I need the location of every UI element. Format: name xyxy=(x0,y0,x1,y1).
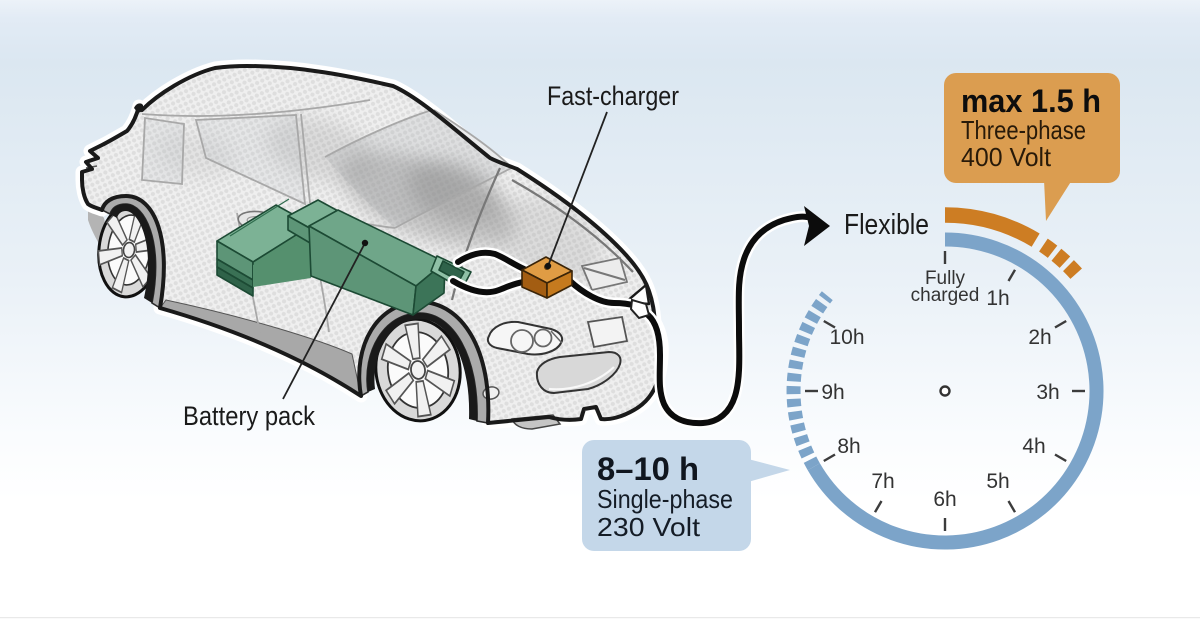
svg-text:1h: 1h xyxy=(986,287,1009,310)
svg-text:8–10 h: 8–10 h xyxy=(597,451,699,487)
svg-text:Fully: Fully xyxy=(925,268,966,289)
svg-text:Fast-charger: Fast-charger xyxy=(547,81,679,111)
svg-text:max 1.5 h: max 1.5 h xyxy=(961,83,1101,119)
svg-text:10h: 10h xyxy=(829,326,864,349)
svg-text:6h: 6h xyxy=(933,488,956,511)
svg-text:Flexible: Flexible xyxy=(844,209,929,241)
svg-text:Battery pack: Battery pack xyxy=(183,401,315,431)
svg-text:Single-phase: Single-phase xyxy=(597,484,733,514)
svg-text:Three-phase: Three-phase xyxy=(961,115,1086,145)
svg-text:230 Volt: 230 Volt xyxy=(597,512,701,542)
svg-text:4h: 4h xyxy=(1022,435,1045,458)
svg-text:2h: 2h xyxy=(1028,326,1051,349)
svg-text:3h: 3h xyxy=(1036,381,1059,404)
svg-text:7h: 7h xyxy=(871,470,894,493)
svg-text:400 Volt: 400 Volt xyxy=(961,142,1052,172)
svg-text:9h: 9h xyxy=(821,381,844,404)
svg-text:5h: 5h xyxy=(986,470,1009,493)
svg-text:charged: charged xyxy=(911,285,980,306)
svg-text:8h: 8h xyxy=(837,435,860,458)
